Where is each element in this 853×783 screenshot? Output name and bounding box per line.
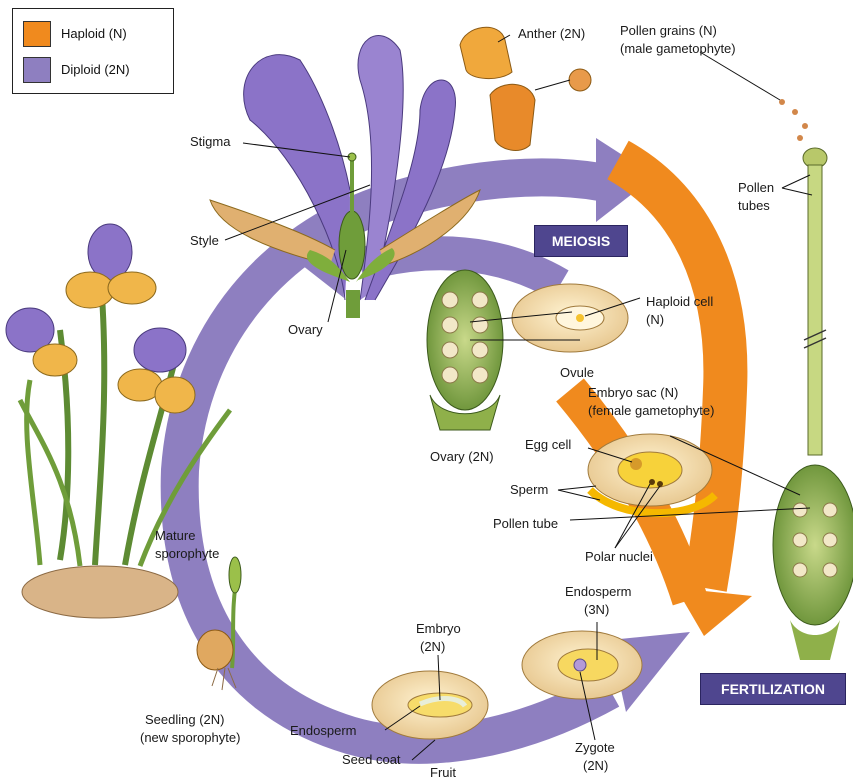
seed bbox=[372, 671, 488, 739]
endosperm-label: Endosperm bbox=[290, 723, 356, 738]
diploid-legend-label: Diploid (2N) bbox=[61, 62, 130, 77]
pollen-grains bbox=[779, 99, 808, 141]
ovary-label: Ovary bbox=[288, 322, 323, 337]
seed-coat-label: Seed coat bbox=[342, 752, 401, 767]
ovary-2n-label: Ovary (2N) bbox=[430, 449, 494, 464]
polar-nuclei-label: Polar nuclei bbox=[585, 549, 653, 564]
endosperm-3n-label: Endosperm bbox=[565, 584, 631, 599]
mature-sporophyte-label: Mature bbox=[155, 528, 195, 543]
haploid-swatch bbox=[23, 21, 51, 47]
sperm-label: Sperm bbox=[510, 482, 548, 497]
ovule-label: Ovule bbox=[560, 365, 594, 380]
fertilization-label: FERTILIZATION bbox=[700, 673, 846, 705]
zygote-ovule bbox=[522, 631, 642, 699]
fruit-label: Fruit bbox=[430, 765, 456, 780]
anther-label: Anther (2N) bbox=[518, 26, 585, 41]
pollen-tube-label: Pollen tube bbox=[493, 516, 558, 531]
zygote-label: Zygote bbox=[575, 740, 615, 755]
pollen-grains-label: Pollen grains (N) bbox=[620, 23, 717, 38]
anther bbox=[460, 27, 591, 150]
seedling-label: Seedling (2N) bbox=[145, 712, 225, 727]
embryo-sac-label: Embryo sac (N) bbox=[588, 385, 678, 400]
pistil-with-pollen-tubes bbox=[773, 148, 853, 660]
pollen-grains-sublabel: (male gametophyte) bbox=[620, 41, 736, 56]
stigma-label: Stigma bbox=[190, 134, 230, 149]
haploid-cell-sublabel: (N) bbox=[646, 312, 664, 327]
pollen-tubes-sublabel: tubes bbox=[738, 198, 770, 213]
haploid-cell-label: Haploid cell bbox=[646, 294, 713, 309]
embryo-sac-sublabel: (female gametophyte) bbox=[588, 403, 714, 418]
legend: Haploid (N) Diploid (2N) bbox=[12, 8, 174, 94]
embryo-sublabel: (2N) bbox=[420, 639, 445, 654]
diploid-swatch bbox=[23, 57, 51, 83]
seedling-sublabel: (new sporophyte) bbox=[140, 730, 240, 745]
ovule bbox=[512, 284, 628, 352]
style-label: Style bbox=[190, 233, 219, 248]
zygote-sublabel: (2N) bbox=[583, 758, 608, 773]
ovary-2n bbox=[427, 270, 503, 430]
pollen-tubes-label: Pollen bbox=[738, 180, 774, 195]
embryo-label: Embryo bbox=[416, 621, 461, 636]
meiosis-label: MEIOSIS bbox=[534, 225, 628, 257]
egg-cell-label: Egg cell bbox=[525, 437, 571, 452]
endosperm-3n-sublabel: (3N) bbox=[584, 602, 609, 617]
mature-sporophyte-sublabel: sporophyte bbox=[155, 546, 219, 561]
haploid-legend-label: Haploid (N) bbox=[61, 26, 127, 41]
